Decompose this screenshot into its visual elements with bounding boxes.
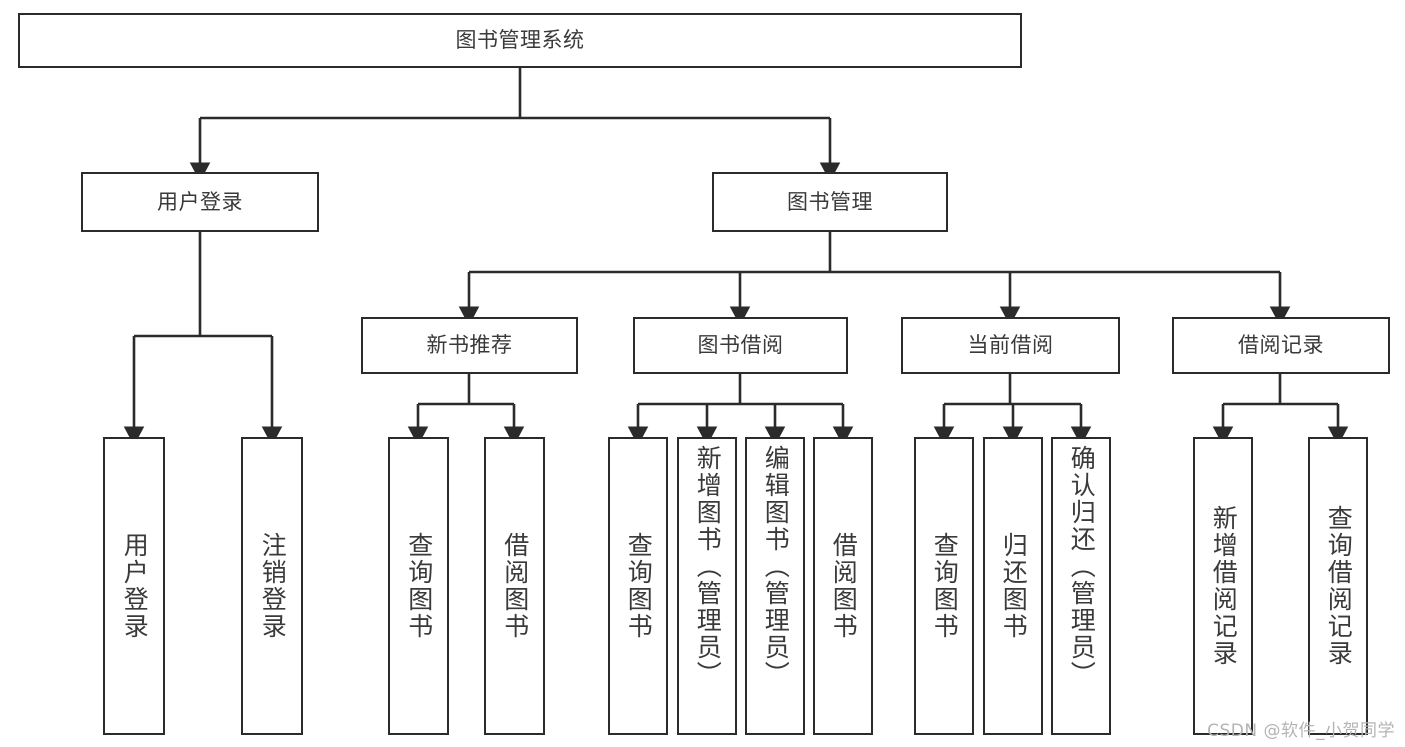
- node-user-login-label: 用户登录: [157, 189, 243, 214]
- node-book-manage[interactable]: 图书管理: [712, 172, 948, 232]
- node-user-login[interactable]: 用户登录: [81, 172, 319, 232]
- node-leaf-query-book-2-label: 查询图书: [624, 532, 654, 640]
- node-book-borrow-label: 图书借阅: [697, 333, 784, 358]
- node-leaf-add-borrow-record-label: 新增借阅记录: [1209, 505, 1239, 667]
- node-leaf-logout-login-label: 注销登录: [258, 532, 288, 640]
- node-leaf-add-book-admin-label: 新增图书（管理员）: [693, 445, 723, 688]
- node-current-borrow-label: 当前借阅: [967, 333, 1054, 358]
- node-borrow-record-label: 借阅记录: [1238, 333, 1324, 358]
- node-borrow-record[interactable]: 借阅记录: [1172, 317, 1390, 374]
- node-book-manage-label: 图书管理: [787, 189, 873, 214]
- node-current-borrow[interactable]: 当前借阅: [901, 317, 1120, 374]
- node-leaf-query-book-3-label: 查询图书: [930, 532, 960, 640]
- node-leaf-confirm-return-admin-label: 确认归还（管理员）: [1067, 445, 1097, 688]
- node-leaf-query-book-3[interactable]: 查询图书: [914, 437, 974, 735]
- node-leaf-return-book-label: 归还图书: [999, 532, 1029, 640]
- node-leaf-borrow-book-2-label: 借阅图书: [829, 532, 859, 640]
- node-leaf-edit-book-admin-label: 编辑图书（管理员）: [761, 445, 791, 688]
- node-root[interactable]: 图书管理系统: [18, 13, 1022, 68]
- csdn-watermark: CSDN @软件_小贺同学: [1207, 721, 1395, 741]
- node-leaf-add-borrow-record[interactable]: 新增借阅记录: [1193, 437, 1253, 735]
- node-new-book-recommend-label: 新书推荐: [426, 333, 513, 358]
- node-leaf-add-book-admin[interactable]: 新增图书（管理员）: [677, 437, 737, 735]
- node-root-label: 图书管理系统: [455, 28, 585, 53]
- node-leaf-logout-login[interactable]: 注销登录: [241, 437, 303, 735]
- node-leaf-borrow-book-2[interactable]: 借阅图书: [813, 437, 873, 735]
- node-leaf-user-login[interactable]: 用户登录: [103, 437, 165, 735]
- node-leaf-query-book-1[interactable]: 查询图书: [388, 437, 449, 735]
- node-leaf-query-borrow-record[interactable]: 查询借阅记录: [1308, 437, 1368, 735]
- node-leaf-query-borrow-record-label: 查询借阅记录: [1324, 505, 1354, 667]
- node-leaf-user-login-label: 用户登录: [120, 532, 150, 640]
- node-leaf-confirm-return-admin[interactable]: 确认归还（管理员）: [1051, 437, 1111, 735]
- node-leaf-borrow-book-1[interactable]: 借阅图书: [484, 437, 545, 735]
- node-leaf-return-book[interactable]: 归还图书: [983, 437, 1043, 735]
- node-leaf-query-book-2[interactable]: 查询图书: [608, 437, 668, 735]
- node-new-book-recommend[interactable]: 新书推荐: [361, 317, 578, 374]
- node-leaf-edit-book-admin[interactable]: 编辑图书（管理员）: [745, 437, 805, 735]
- node-book-borrow[interactable]: 图书借阅: [633, 317, 848, 374]
- node-leaf-query-book-1-label: 查询图书: [404, 532, 434, 640]
- node-leaf-borrow-book-1-label: 借阅图书: [500, 532, 530, 640]
